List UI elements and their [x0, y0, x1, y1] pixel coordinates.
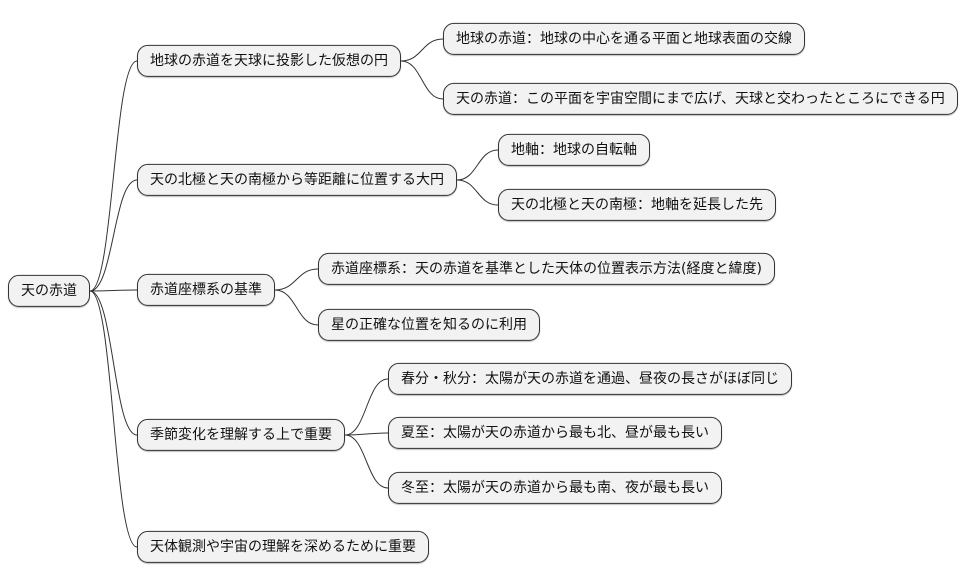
node-winter-solstice: 冬至：太陽が天の赤道から最も南、夜が最も長い	[388, 471, 722, 505]
node-star-position-use: 星の正確な位置を知るのに利用	[318, 308, 540, 342]
node-equatorial-coordinate-system: 赤道座標系：天の赤道を基準とした天体の位置表示方法(経度と緯度)	[318, 252, 775, 286]
node-celestial-equator-definition: 天の赤道：この平面を宇宙空間にまで広げ、天球と交わったところにできる円	[443, 82, 958, 116]
node-celestial-poles: 天の北極と天の南極：地軸を延長した先	[498, 188, 776, 222]
node-branch-great-circle: 天の北極と天の南極から等距離に位置する大円	[137, 163, 457, 197]
node-summer-solstice: 夏至：太陽が天の赤道から最も北、昼が最も長い	[388, 416, 722, 450]
node-earth-axis: 地軸：地球の自転軸	[498, 133, 650, 167]
node-equinox: 春分・秋分：太陽が天の赤道を通過、昼夜の長さがほぼ同じ	[388, 362, 792, 396]
node-branch-observation-importance: 天体観測や宇宙の理解を深めるために重要	[137, 530, 429, 564]
node-root: 天の赤道	[8, 274, 90, 308]
node-branch-coordinate-basis: 赤道座標系の基準	[137, 273, 275, 307]
node-branch-projected-circle: 地球の赤道を天球に投影した仮想の円	[137, 44, 401, 78]
node-branch-seasonal-change: 季節変化を理解する上で重要	[137, 418, 345, 452]
node-earth-equator-definition: 地球の赤道：地球の中心を通る平面と地球表面の交線	[443, 22, 805, 56]
